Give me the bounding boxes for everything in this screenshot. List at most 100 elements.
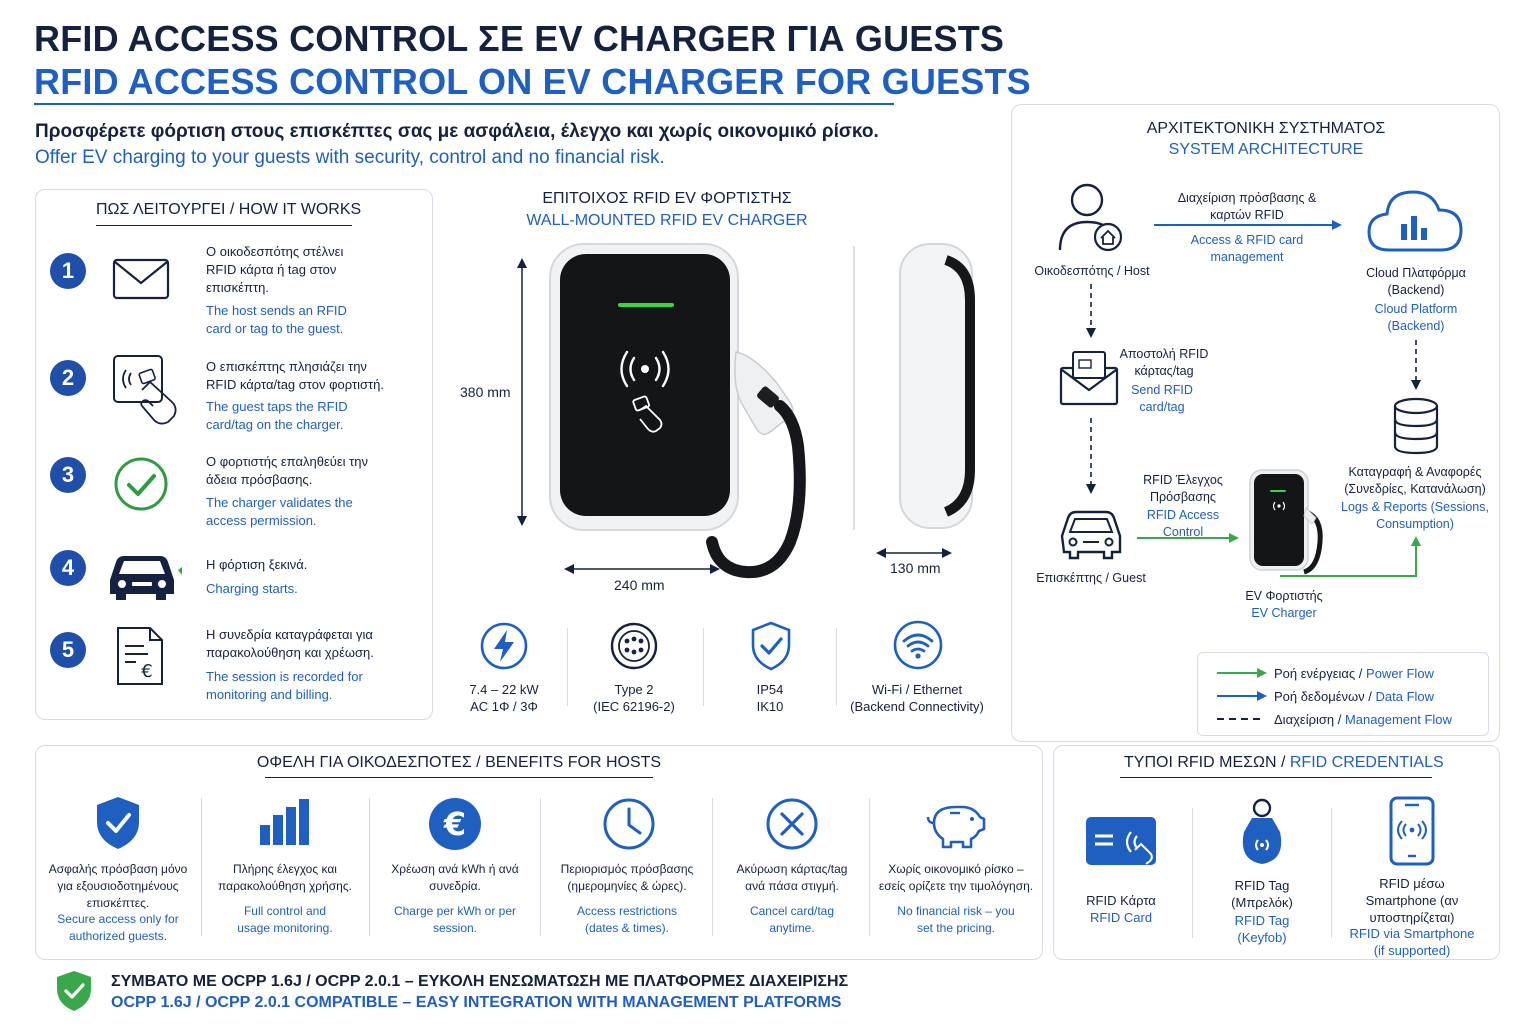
credential-keyfob-english: RFID Tag (Keyfob) <box>1234 913 1290 945</box>
architecture-title-english: SYSTEM ARCHITECTURE <box>1168 141 1364 158</box>
credentials-title: ΤΥΠΟΙ RFID ΜΕΣΩΝ / RFID CREDENTIALS <box>1124 754 1444 772</box>
ev-charger-label-english: EV Charger <box>1251 606 1317 620</box>
legend-management-text: Διαχείριση / Management Flow <box>1274 711 1452 728</box>
step-1-text-english: The host sends an RFID card or tag to th… <box>206 303 347 336</box>
legend-data-text: Ροή δεδομένων / Data Flow <box>1274 688 1434 705</box>
benefit-5-english: Cancel card/tag anytime. <box>749 904 835 935</box>
database-icon <box>1393 397 1439 455</box>
bolt-icon <box>480 622 528 670</box>
benefit-1-english: Secure access only for authorized guests… <box>57 912 179 943</box>
step-4-text-greek: Η φόρτιση ξεκινά. <box>206 557 308 572</box>
credentials-title-english: RFID CREDENTIALS <box>1289 754 1444 771</box>
step-1-number: 1 <box>50 253 86 289</box>
subtitle-english: Offer EV charging to your guests with se… <box>35 147 665 168</box>
benefit-divider <box>201 798 202 936</box>
flow-legend <box>1197 652 1489 736</box>
benefit-5-greek: Ακύρωση κάρτας/tag ανά πάσα στιγμή. <box>736 862 848 893</box>
step-4-text-english: Charging starts. <box>206 581 298 596</box>
depth-dimension-arrow <box>876 548 952 558</box>
benefit-2-greek: Πλήρης έλεγχος και παρακολούθηση χρήσης. <box>218 862 352 893</box>
how-title-rule <box>96 225 352 226</box>
legend-management-line <box>1217 718 1263 720</box>
legend-power-text: Ροή ενέργειας / Power Flow <box>1274 665 1434 682</box>
charger-front-image <box>549 243 806 579</box>
bar-chart-icon <box>260 799 309 845</box>
management-label-greek: Διαχείριση πρόσβασης & καρτών RFID <box>1177 191 1317 222</box>
credential-smartphone-english: RFID via Smartphone (if supported) <box>1349 926 1475 958</box>
guest-label: Επισκέπτης / Guest <box>1036 571 1146 585</box>
architecture-title-greek: ΑΡΧΙΤΕΚΤΟΝΙΚΗ ΣΥΣΤΗΜΑΤΟΣ <box>1146 120 1386 137</box>
depth-dimension-label: 130 mm <box>890 560 941 576</box>
spec-divider <box>836 628 837 706</box>
data-flow-arrow <box>1411 340 1421 390</box>
cloud-platform-icon <box>1367 190 1463 252</box>
euro-icon: € <box>429 798 481 850</box>
step-2-number: 2 <box>50 360 86 396</box>
rfid-control-label-english: RFID Access Control <box>1146 508 1220 539</box>
credential-keyfob-greek: RFID Tag (Μπρελόκ) <box>1231 878 1293 910</box>
page-title-english: RFID ACCESS CONTROL ON EV CHARGER FOR GU… <box>34 61 1031 102</box>
cloud-label-greek: Cloud Πλατφόρμα (Backend) <box>1366 266 1466 297</box>
title-underline <box>34 103 894 105</box>
management-flow-arrow <box>1086 418 1096 494</box>
send-card-envelope-icon <box>1059 351 1119 406</box>
check-circle-icon <box>114 457 168 511</box>
benefit-2-english: Full control and usage monitoring. <box>237 904 333 935</box>
step-2-text-greek: Ο επισκέπτης πλησιάζει την RFID κάρτα/ta… <box>206 359 384 392</box>
credential-divider <box>1331 808 1332 938</box>
clock-icon <box>603 798 655 850</box>
benefit-6-greek: Χωρίς οικονομικό ρίσκο – εσείς ορίζετε τ… <box>878 862 1034 893</box>
management-label-english: Access & RFID card management <box>1190 233 1304 264</box>
credential-divider <box>1192 808 1193 938</box>
spec-connector-line2: (IEC 62196-2) <box>593 699 675 714</box>
legend-data-english: Data Flow <box>1375 689 1435 704</box>
benefits-title-rule <box>265 777 653 778</box>
height-dimension-label: 380 mm <box>460 384 511 400</box>
footer-compliance-greek: ΣΥΜΒΑΤΟ ΜΕ OCPP 1.6J / OCPP 2.0.1 – ΕΥΚΟ… <box>111 973 849 990</box>
legend-management-greek: Διαχείριση / <box>1274 712 1345 727</box>
benefit-6-english: No financial risk – you set the pricing. <box>897 904 1015 935</box>
spec-power-line2: AC 1Φ / 3Φ <box>470 699 538 714</box>
svg-text:€: € <box>443 805 466 843</box>
benefit-4-greek: Περιορισμός πρόσβασης (ημερομηνίες & ώρε… <box>560 862 694 893</box>
credential-card-greek: RFID Κάρτα <box>1086 893 1156 908</box>
spec-power-line1: 7.4 – 22 kW <box>469 682 539 697</box>
tap-card-icon <box>113 355 177 425</box>
charger-side-image <box>853 243 975 530</box>
benefit-3-english: Charge per kWh or per session. <box>393 904 517 935</box>
mini-charger-image <box>1249 469 1323 575</box>
cancel-icon <box>766 798 818 850</box>
shield-check-icon <box>751 621 791 671</box>
guest-car-icon <box>1060 510 1122 560</box>
step-3-text-greek: Ο φορτιστής επαληθεύει την άδεια πρόσβασ… <box>206 454 369 487</box>
credential-smartphone-greek: RFID μέσω Smartphone (αν υποστηρίζεται) <box>1365 876 1459 925</box>
benefit-1-greek: Ασφαλής πρόσβαση μόνο για εξουσιοδοτημέν… <box>48 862 188 910</box>
car-icon <box>110 556 182 600</box>
spec-divider <box>567 628 568 706</box>
benefit-divider <box>712 798 713 936</box>
step-5-number: 5 <box>50 632 86 668</box>
benefit-3-greek: Χρέωση ανά kWh ή ανά συνεδρία. <box>391 862 519 893</box>
credentials-title-rule <box>1120 777 1432 778</box>
width-dimension-arrow <box>564 564 720 574</box>
send-card-label-greek: Αποστολή RFID κάρτας/tag <box>1119 347 1209 378</box>
step-1-text-greek: Ο οικοδεσπότης στέλνει RFID κάρτα ή tag … <box>206 244 344 295</box>
legend-power-greek: Ροή ενέργειας / <box>1274 666 1367 681</box>
logs-label-greek: Καταγραφή & Αναφορές (Συνεδρίες, Κατανάλ… <box>1344 465 1486 496</box>
how-it-works-panel <box>35 189 433 720</box>
power-flow-arrow <box>1280 536 1421 577</box>
step-5-text-english: The session is recorded for monitoring a… <box>206 669 363 702</box>
step-5-text-greek: Η συνεδρία καταγράφεται για παρακολούθησ… <box>206 627 374 660</box>
logs-label-english: Logs & Reports (Sessions, Consumption) <box>1341 500 1489 531</box>
spec-divider <box>703 628 704 706</box>
height-dimension-arrow <box>517 258 527 526</box>
svg-text:€: € <box>141 661 152 682</box>
spec-protection-line1: IP54 <box>756 682 784 697</box>
footer-compliance-english: OCPP 1.6J / OCPP 2.0.1 COMPATIBLE – EASY… <box>111 994 842 1011</box>
benefit-divider <box>540 798 541 936</box>
spec-connectivity-line1: Wi-Fi / Ethernet <box>871 682 963 697</box>
benefit-divider <box>869 798 870 936</box>
legend-data-line <box>1217 691 1267 701</box>
host-label: Οικοδεσπότης / Host <box>1034 264 1150 278</box>
legend-power-english: Power Flow <box>1366 666 1434 681</box>
